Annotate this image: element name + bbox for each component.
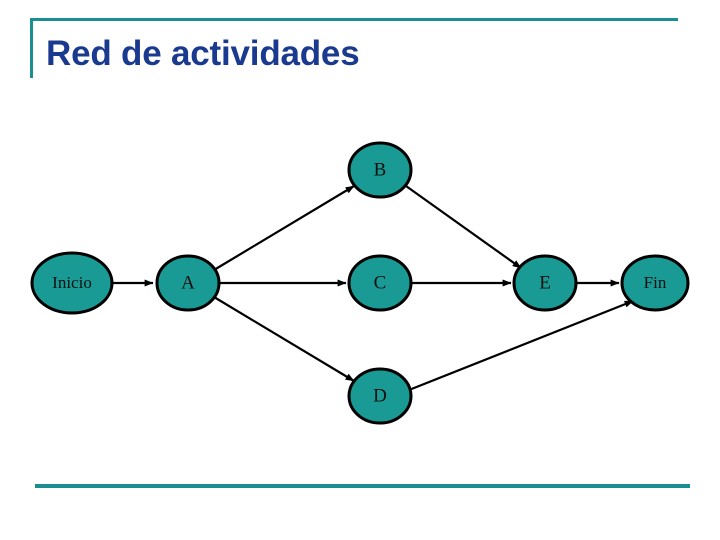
edge-a-d bbox=[213, 296, 355, 382]
accent-rule-left bbox=[30, 18, 33, 78]
node-label-d: D bbox=[373, 385, 387, 406]
node-label-b: B bbox=[374, 159, 387, 180]
node-shape-a bbox=[155, 254, 221, 312]
node-label-a: A bbox=[181, 272, 195, 293]
node-shape-d bbox=[347, 367, 413, 425]
node-inicio[interactable]: Inicio bbox=[30, 251, 114, 315]
edge-b-e bbox=[405, 185, 522, 269]
edge-d-fin bbox=[408, 299, 634, 392]
node-shape-fin bbox=[620, 254, 690, 312]
node-b[interactable]: B bbox=[347, 141, 413, 199]
node-a[interactable]: A bbox=[155, 254, 221, 312]
accent-rule-bottom bbox=[35, 484, 690, 488]
page-title: Red de actividades bbox=[46, 34, 360, 73]
node-shape-e bbox=[512, 254, 578, 312]
node-e[interactable]: E bbox=[512, 254, 578, 312]
node-label-fin: Fin bbox=[644, 273, 667, 292]
node-c[interactable]: C bbox=[347, 254, 413, 312]
accent-rule-top bbox=[30, 18, 678, 21]
nodes-layer: Inicio A B C D E Fin bbox=[30, 141, 690, 425]
node-shape-b bbox=[347, 141, 413, 199]
node-shape-c bbox=[347, 254, 413, 312]
node-fin[interactable]: Fin bbox=[620, 254, 690, 312]
node-shape-inicio bbox=[30, 251, 114, 315]
node-d[interactable]: D bbox=[347, 367, 413, 425]
node-label-e: E bbox=[539, 272, 551, 293]
edge-a-b bbox=[213, 185, 355, 271]
node-label-inicio: Inicio bbox=[52, 273, 92, 292]
edges-layer bbox=[112, 185, 634, 392]
node-label-c: C bbox=[374, 272, 387, 293]
